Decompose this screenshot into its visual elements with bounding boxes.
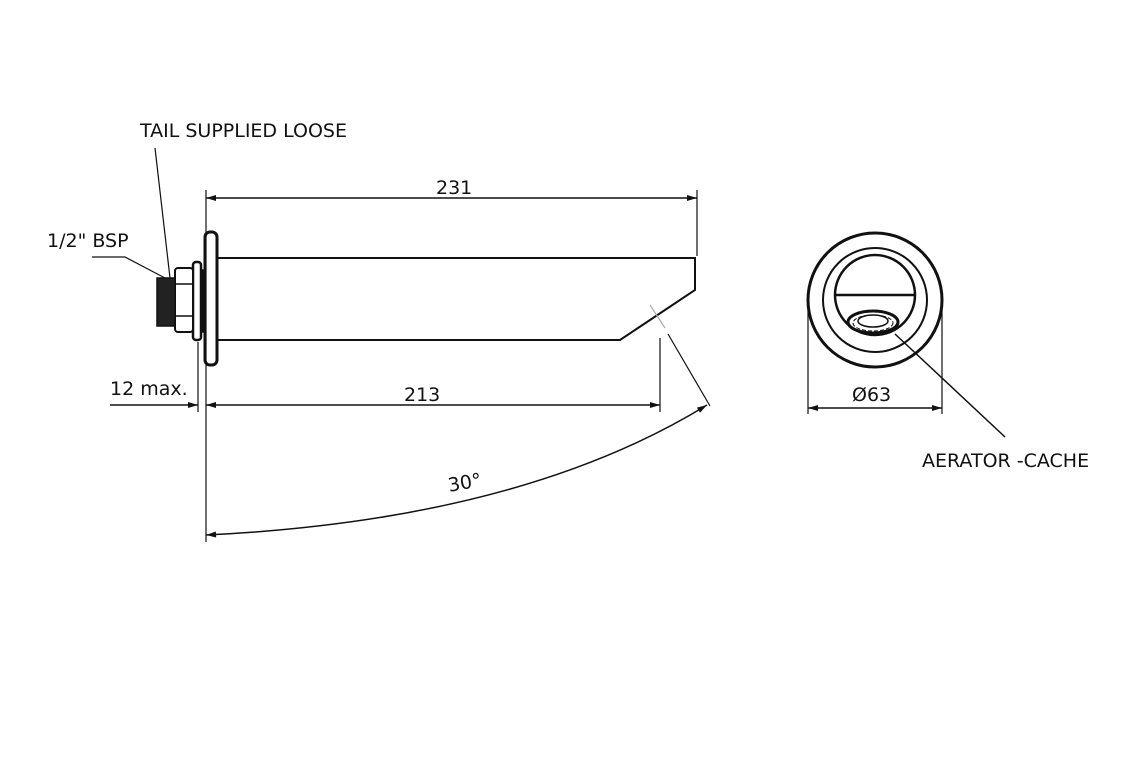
tail-shank [200,269,206,333]
spout-end-view [806,231,944,369]
spout-body [217,257,696,341]
bsp-leader [92,256,166,279]
aerator-cache-label: AERATOR -CACHE [922,450,1090,472]
dimension-213-label: 213 [404,384,441,406]
wall-flange [203,230,219,367]
aerator-leader [894,333,1006,438]
tail-supplied-loose-label: TAIL SUPPLIED LOOSE [140,120,347,142]
tail-leader [154,147,171,279]
bsp-label: 1/2" BSP [47,230,129,252]
hex-nut [174,267,194,333]
diameter-63-label: Ø63 [852,384,892,406]
spout-side-view [156,230,696,367]
aerator [846,309,900,335]
angle-arc-30 [205,404,708,538]
max-12-label: 12 max. [110,378,188,400]
thread [156,277,176,327]
dimension-231-label: 231 [436,177,473,199]
washer [191,260,203,342]
